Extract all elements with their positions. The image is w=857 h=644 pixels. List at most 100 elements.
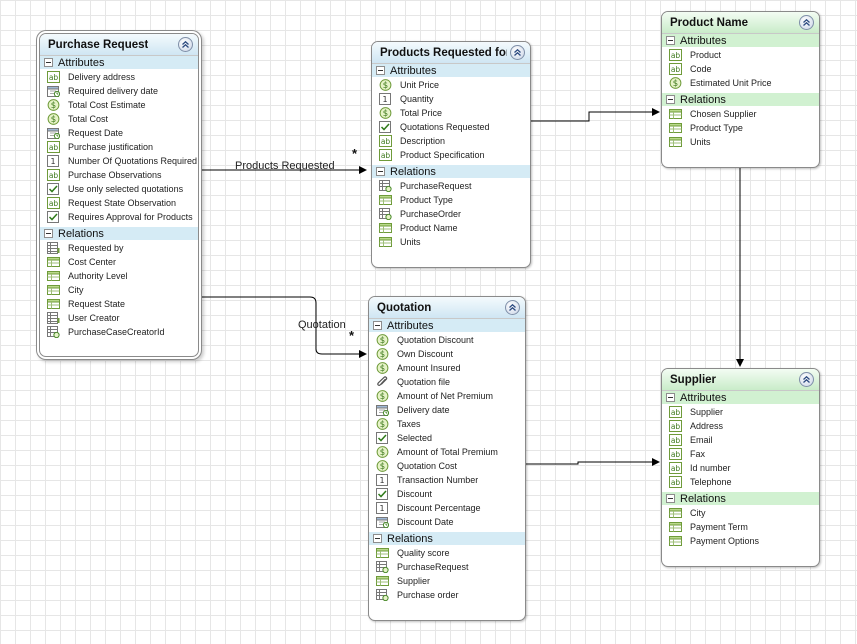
field-item[interactable]: Product Name — [372, 221, 530, 235]
collapse-section-icon[interactable] — [376, 66, 385, 75]
field-item[interactable]: Purchase order — [369, 588, 525, 602]
field-item[interactable]: Payment Options — [662, 534, 819, 548]
field-item[interactable]: Required delivery date — [40, 84, 198, 98]
field-item[interactable]: Product Type — [372, 193, 530, 207]
section-header-attributes[interactable]: Attributes — [372, 64, 530, 77]
connector-product-to-product-name[interactable] — [530, 108, 660, 122]
field-item[interactable]: Request State — [40, 297, 198, 311]
field-item[interactable]: Delivery date — [369, 403, 525, 417]
section-header-attributes[interactable]: Attributes — [662, 34, 819, 47]
field-item[interactable]: Discount Date — [369, 515, 525, 529]
field-item[interactable]: Payment Term — [662, 520, 819, 534]
field-item[interactable]: Units — [662, 135, 819, 149]
field-item[interactable]: Quotations Requested — [372, 120, 530, 134]
field-item[interactable]: Product Type — [662, 121, 819, 135]
field-item[interactable]: Quality score — [369, 546, 525, 560]
field-item[interactable]: Chosen Supplier — [662, 107, 819, 121]
collapse-chevron-icon[interactable] — [799, 372, 814, 387]
field-item[interactable]: City — [662, 506, 819, 520]
collapse-chevron-icon[interactable] — [505, 300, 520, 315]
entity-header[interactable]: Quotation — [369, 297, 525, 319]
section-header-relations[interactable]: Relations — [372, 165, 530, 178]
field-item[interactable]: Requested by — [40, 241, 198, 255]
field-item[interactable]: User Creator — [40, 311, 198, 325]
field-item[interactable]: Requires Approval for Products — [40, 210, 198, 224]
collapse-section-icon[interactable] — [376, 167, 385, 176]
field-item[interactable]: Selected — [369, 431, 525, 445]
collapse-section-icon[interactable] — [666, 393, 675, 402]
section-header-attributes[interactable]: Attributes — [369, 319, 525, 332]
section-header-relations[interactable]: Relations — [662, 93, 819, 106]
field-item[interactable]: $Amount of Total Premium — [369, 445, 525, 459]
field-item[interactable]: PurchaseOrder — [372, 207, 530, 221]
field-item[interactable]: $Total Cost — [40, 112, 198, 126]
section-header-relations[interactable]: Relations — [369, 532, 525, 545]
field-item[interactable]: City — [40, 283, 198, 297]
section-header-relations[interactable]: Relations — [40, 227, 198, 240]
field-item[interactable]: Request Date — [40, 126, 198, 140]
field-item[interactable]: $Amount Insured — [369, 361, 525, 375]
field-item[interactable]: $Total Cost Estimate — [40, 98, 198, 112]
field-item[interactable]: $Amount of Net Premium — [369, 389, 525, 403]
entity-header[interactable]: Product Name — [662, 12, 819, 34]
field-item[interactable]: $Taxes — [369, 417, 525, 431]
field-item[interactable]: PurchaseCaseCreatorId — [40, 325, 198, 339]
entity-header[interactable]: Purchase Request — [40, 34, 198, 56]
connector-quotation[interactable] — [197, 296, 367, 358]
field-item[interactable]: Use only selected quotations — [40, 182, 198, 196]
field-item[interactable]: $Unit Price — [372, 78, 530, 92]
field-item[interactable]: $Own Discount — [369, 347, 525, 361]
section-header-attributes[interactable]: Attributes — [662, 391, 819, 404]
collapse-section-icon[interactable] — [44, 58, 53, 67]
connector-quotation-to-supplier[interactable] — [526, 458, 660, 466]
section-header-attributes[interactable]: Attributes — [40, 56, 198, 69]
collapse-section-icon[interactable] — [666, 95, 675, 104]
collapse-section-icon[interactable] — [44, 229, 53, 238]
field-item[interactable]: $Total Price — [372, 106, 530, 120]
collapse-section-icon[interactable] — [373, 321, 382, 330]
collapse-section-icon[interactable] — [666, 36, 675, 45]
collapse-section-icon[interactable] — [373, 534, 382, 543]
entity-products-requested[interactable]: Products Requested for PreAttributes$Uni… — [371, 41, 531, 268]
field-item[interactable]: $Estimated Unit Price — [662, 76, 819, 90]
collapse-chevron-icon[interactable] — [799, 15, 814, 30]
entity-header[interactable]: Products Requested for Pre — [372, 42, 530, 64]
section-header-relations[interactable]: Relations — [662, 492, 819, 505]
field-item[interactable]: Discount — [369, 487, 525, 501]
field-item[interactable]: Authority Level — [40, 269, 198, 283]
field-item[interactable]: Units — [372, 235, 530, 249]
field-item[interactable]: PurchaseRequest — [372, 179, 530, 193]
entity-header[interactable]: Supplier — [662, 369, 819, 391]
collapse-chevron-icon[interactable] — [510, 45, 525, 60]
collapse-chevron-icon[interactable] — [178, 37, 193, 52]
field-item[interactable]: Cost Center — [40, 255, 198, 269]
field-item[interactable]: $Quotation Discount — [369, 333, 525, 347]
collapse-section-icon[interactable] — [666, 494, 675, 503]
field-item[interactable]: $Quotation Cost — [369, 459, 525, 473]
field-item[interactable]: Quotation file — [369, 375, 525, 389]
field-item[interactable]: PurchaseRequest — [369, 560, 525, 574]
field-item[interactable]: Supplier — [369, 574, 525, 588]
